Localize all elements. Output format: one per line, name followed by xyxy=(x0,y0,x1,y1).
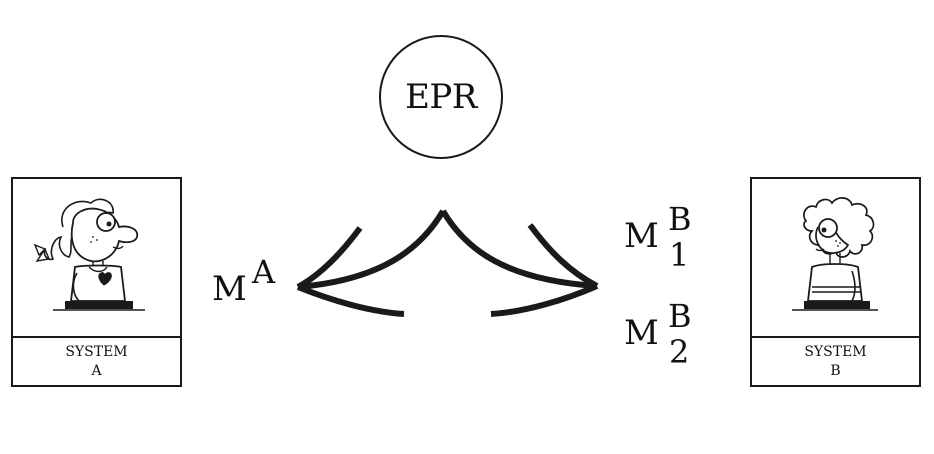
system-b-caption-line1: SYSTEM xyxy=(804,344,867,360)
measurement-a-label: M A xyxy=(212,256,275,309)
left-arrow-main-curve xyxy=(297,209,446,290)
measurement-b2-subscript: 2 xyxy=(669,333,690,371)
system-a-caption: SYSTEM A xyxy=(13,339,180,385)
measurement-b1-superscript: B xyxy=(668,200,692,238)
system-a-box: SYSTEM A xyxy=(11,177,182,387)
right-arrowhead-upper xyxy=(527,223,599,289)
person-with-heart-icon xyxy=(33,198,145,311)
system-b-caption: SYSTEM B xyxy=(752,339,919,385)
right-arrow-main-curve xyxy=(440,209,598,289)
system-a-caption-line2: A xyxy=(91,363,102,379)
left-arrowhead-lower xyxy=(296,284,405,317)
system-b-box: SYSTEM B xyxy=(750,177,921,387)
system-a-figure-frame xyxy=(13,179,180,338)
measurement-b2-base: M xyxy=(624,313,659,353)
person-with-curly-hair-icon xyxy=(792,197,878,311)
epr-label: EPR xyxy=(405,77,477,117)
epr-source-circle: EPR xyxy=(379,35,503,159)
system-b-figure-frame xyxy=(752,179,919,338)
measurement-a-superscript: A xyxy=(252,253,276,291)
left-arrowhead-upper xyxy=(296,226,363,290)
measurement-b2-superscript: B xyxy=(668,297,692,335)
measurement-b2-label: M B 2 xyxy=(624,300,692,368)
right-arrowhead-lower xyxy=(490,283,599,317)
measurement-b1-label: M B 1 xyxy=(624,203,692,271)
measurement-a-base: M xyxy=(212,269,247,309)
system-a-caption-line1: SYSTEM xyxy=(65,344,128,360)
measurement-b1-base: M xyxy=(624,216,659,256)
system-b-caption-line2: B xyxy=(830,363,841,379)
measurement-b1-subscript: 1 xyxy=(669,236,690,274)
